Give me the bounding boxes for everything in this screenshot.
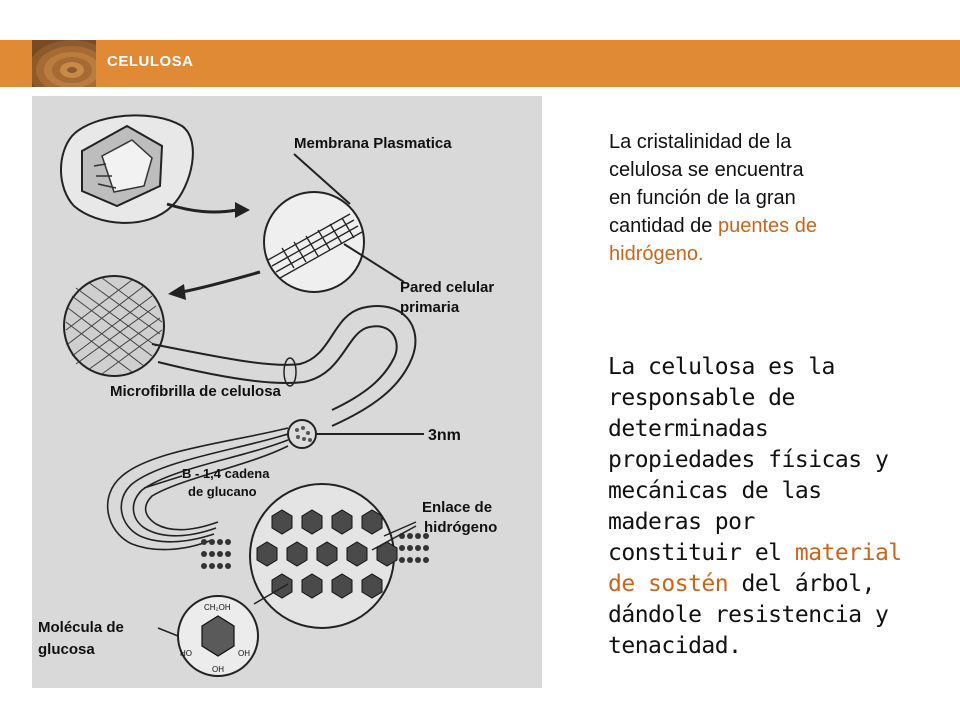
wood-rings-icon bbox=[32, 40, 96, 87]
highlight-material: material bbox=[794, 540, 902, 566]
label-enlace-2: hidrógeno bbox=[424, 519, 497, 536]
label-molecula-2: glucosa bbox=[38, 641, 95, 658]
label-3nm: 3nm bbox=[428, 427, 461, 444]
label-cadena-2: de glucano bbox=[188, 484, 257, 499]
label-microfibrilla: Microfibrilla de celulosa bbox=[110, 383, 282, 400]
properties-paragraph: La celulosa es la responsable de determi… bbox=[608, 354, 902, 659]
label-cadena-1: B - 1,4 cadena bbox=[182, 466, 270, 481]
svg-text:OH: OH bbox=[238, 649, 250, 658]
label-pared-1: Pared celular bbox=[400, 279, 494, 296]
label-pared-2: primaria bbox=[400, 299, 460, 316]
label-molecula-1: Molécula de bbox=[38, 619, 124, 636]
label-enlace-1: Enlace de bbox=[422, 499, 492, 516]
label-membrana: Membrana Plasmatica bbox=[294, 135, 452, 152]
svg-text:OH: OH bbox=[212, 665, 224, 674]
highlight-puentes: puentes de bbox=[717, 215, 817, 237]
svg-text:CH₂OH: CH₂OH bbox=[204, 603, 231, 612]
svg-text:HO: HO bbox=[180, 649, 192, 658]
highlight-sosten: de sostén bbox=[608, 571, 729, 597]
crystallinity-paragraph: La cristalinidad de la celulosa se encue… bbox=[609, 128, 909, 268]
slide-title: CELULOSA bbox=[107, 53, 194, 70]
highlight-hidrogeno: hidrógeno. bbox=[609, 243, 704, 265]
cellulose-structure-diagram: Membrana Plasmatica Pared celular primar… bbox=[32, 96, 542, 688]
header-band bbox=[0, 40, 960, 87]
